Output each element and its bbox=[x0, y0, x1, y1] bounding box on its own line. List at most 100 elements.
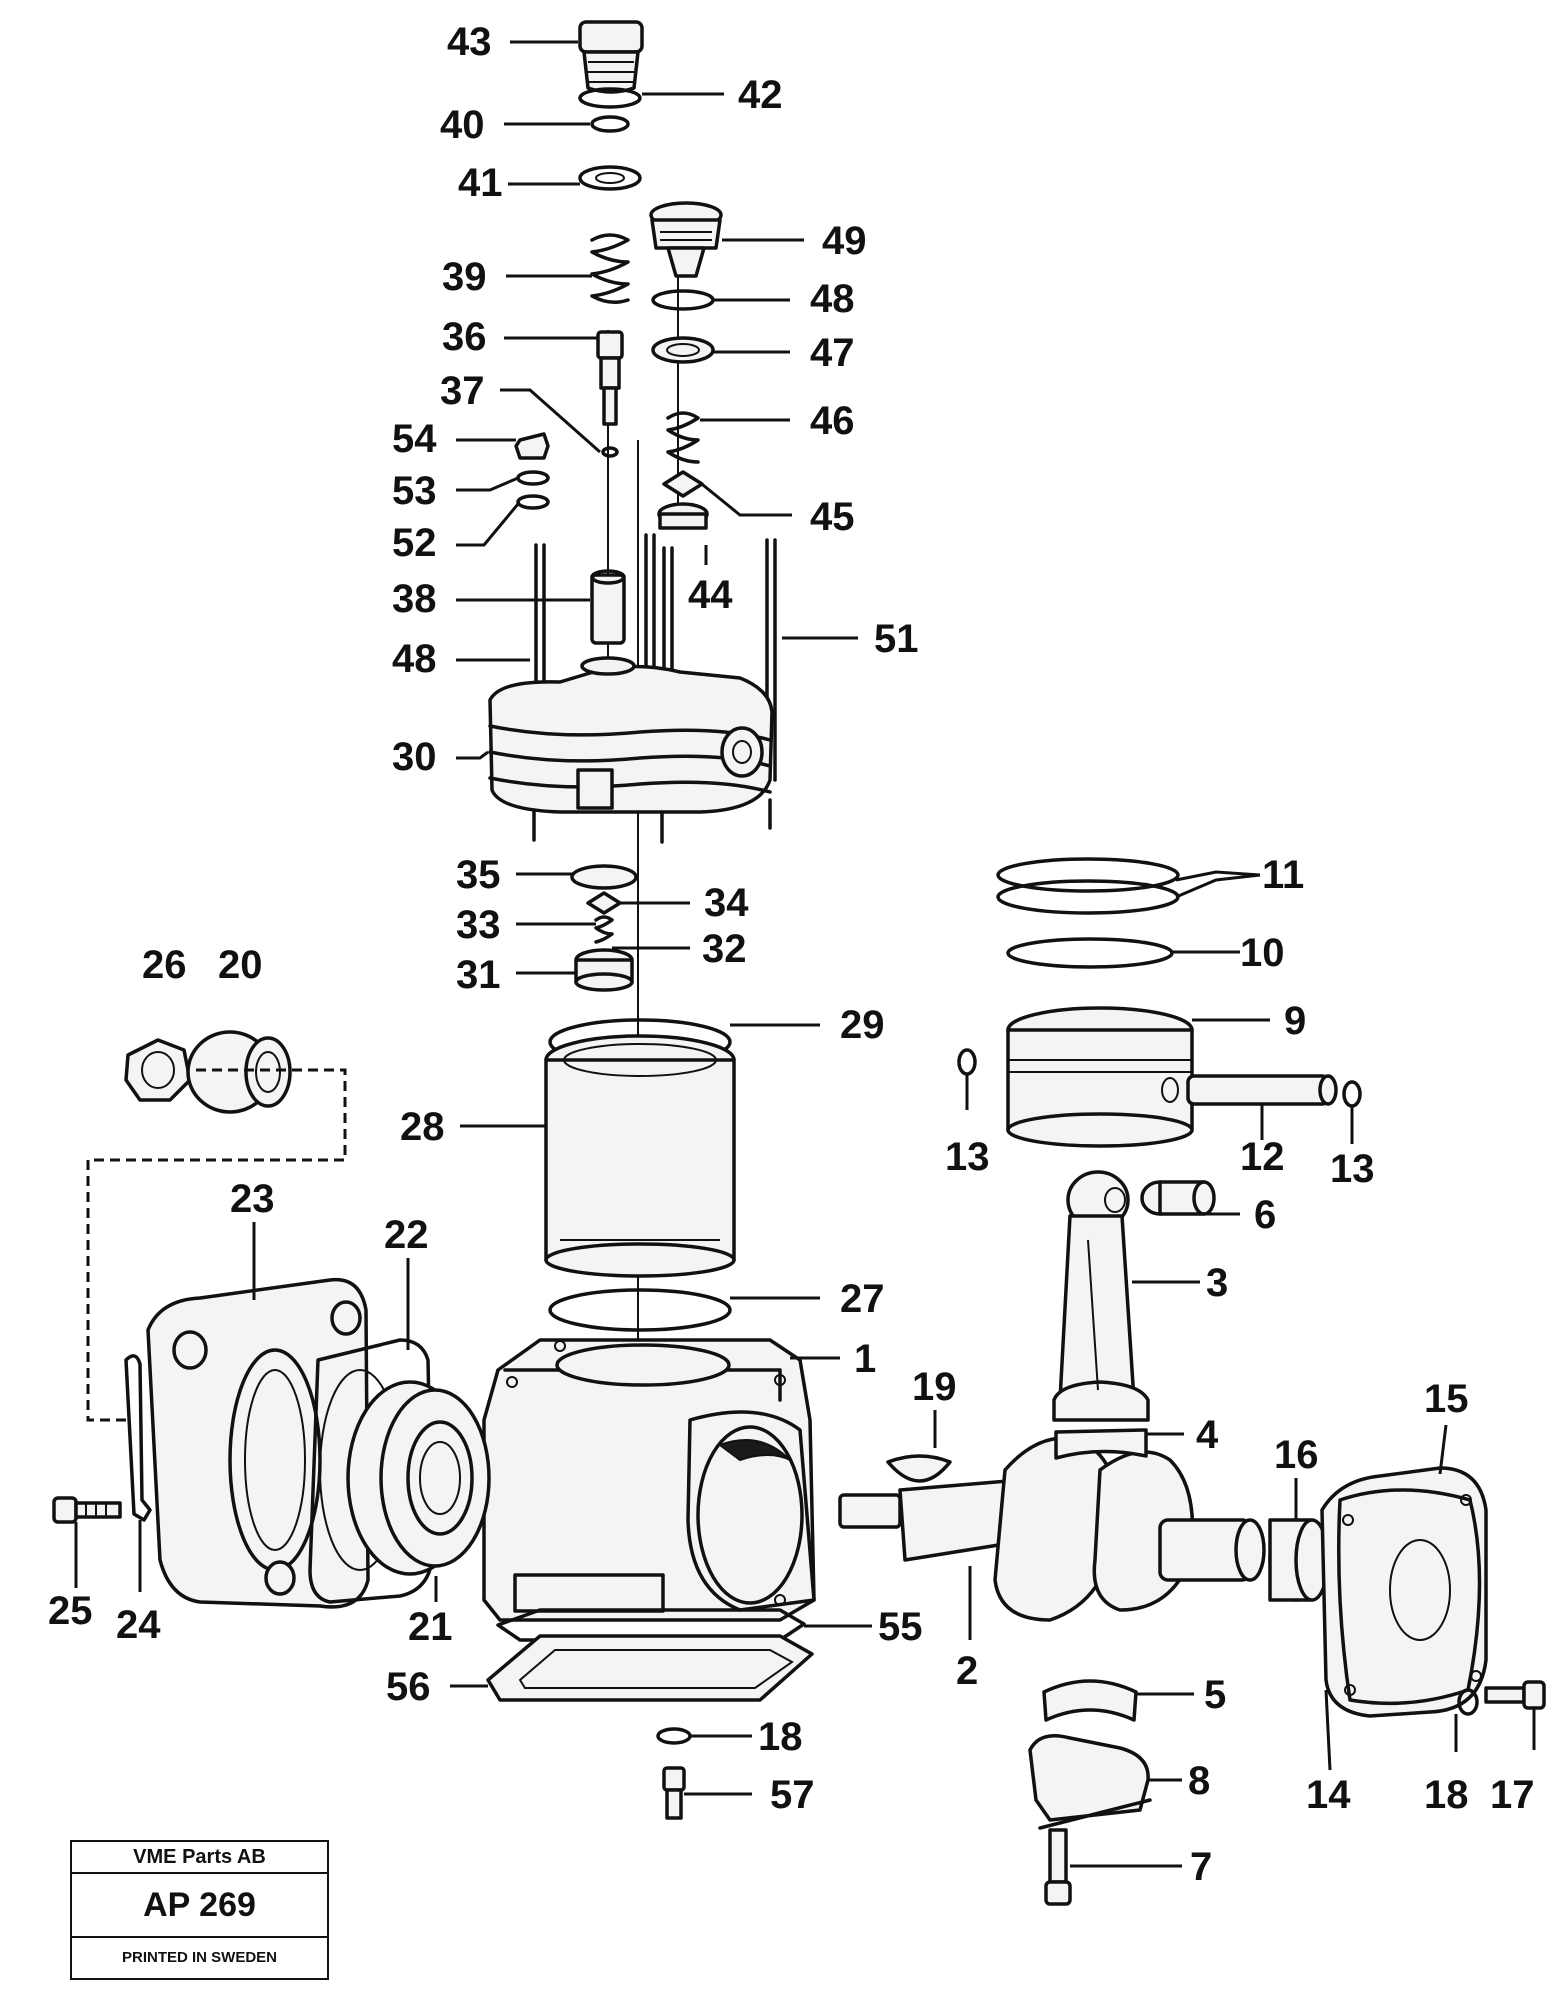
callout-13b: 13 bbox=[1330, 1147, 1375, 1191]
callout-41: 41 bbox=[458, 161, 503, 205]
callout-3: 3 bbox=[1206, 1261, 1228, 1305]
callout-4: 4 bbox=[1196, 1413, 1219, 1457]
callout-39: 39 bbox=[442, 255, 487, 299]
part-17-bolt bbox=[1484, 1680, 1546, 1710]
callout-51: 51 bbox=[874, 617, 919, 661]
stamp-note: PRINTED IN SWEDEN bbox=[121, 1948, 277, 1966]
callout-12: 12 bbox=[1240, 1135, 1285, 1179]
part-46-spring bbox=[666, 411, 700, 464]
part-16-bearing bbox=[1268, 1518, 1330, 1602]
callout-6: 6 bbox=[1254, 1193, 1276, 1237]
part-24-lock-plate bbox=[124, 1354, 152, 1522]
callout-44: 44 bbox=[688, 573, 733, 617]
callout-53: 53 bbox=[392, 469, 437, 513]
callout-13: 13 bbox=[945, 1135, 990, 1179]
part-9-piston bbox=[1006, 1006, 1194, 1148]
callout-43: 43 bbox=[447, 20, 492, 64]
part-26-nut bbox=[124, 1038, 192, 1102]
part-34-valve-plate bbox=[586, 891, 622, 915]
callout-56: 56 bbox=[386, 1665, 431, 1709]
title-stamp: VME Parts AB AP 269 PRINTED IN SWEDEN bbox=[70, 1840, 329, 1980]
part-12-piston-pin bbox=[1186, 1074, 1338, 1106]
callout-11: 11 bbox=[1262, 853, 1304, 897]
callout-32: 32 bbox=[702, 927, 747, 971]
callout-16: 16 bbox=[1274, 1433, 1319, 1477]
part-11-piston-rings bbox=[996, 857, 1180, 915]
part-6-bushing bbox=[1140, 1180, 1216, 1216]
callout-10: 10 bbox=[1240, 931, 1285, 975]
part-2-crankshaft bbox=[838, 1436, 1266, 1622]
part-57-bolt bbox=[662, 1766, 686, 1820]
part-20-sleeve bbox=[186, 1030, 292, 1114]
callout-54: 54 bbox=[392, 417, 437, 461]
callout-45: 45 bbox=[810, 495, 855, 539]
callout-35: 35 bbox=[456, 853, 501, 897]
callout-20: 20 bbox=[218, 943, 263, 987]
callout-47: 47 bbox=[810, 331, 855, 375]
callout-24: 24 bbox=[116, 1603, 161, 1647]
callout-5: 5 bbox=[1204, 1673, 1226, 1717]
callout-19: 19 bbox=[912, 1365, 957, 1409]
part-5-bearing-shell bbox=[1042, 1679, 1138, 1722]
callout-42: 42 bbox=[738, 73, 783, 117]
part-28-cylinder-liner bbox=[544, 1034, 736, 1278]
part-8-rod-cap bbox=[1028, 1734, 1152, 1830]
callout-18b: 18 bbox=[1424, 1773, 1469, 1817]
leader-lines bbox=[74, 40, 1536, 1868]
stamp-company: VME Parts AB bbox=[72, 1842, 327, 1874]
callout-48b: 48 bbox=[392, 637, 437, 681]
part-19-woodruff-key bbox=[886, 1454, 952, 1483]
callout-23: 23 bbox=[230, 1177, 275, 1221]
callout-15: 15 bbox=[1424, 1377, 1469, 1421]
part-45-valve-plate bbox=[662, 470, 704, 498]
callout-18: 18 bbox=[758, 1715, 803, 1759]
part-56-bottom-plate bbox=[486, 1634, 814, 1702]
part-30-cylinder-head bbox=[488, 533, 777, 844]
callout-14: 14 bbox=[1306, 1773, 1351, 1817]
part-49-plug bbox=[649, 201, 723, 278]
part-10-piston-ring bbox=[1006, 937, 1174, 969]
part-21-ball-bearing bbox=[346, 1380, 491, 1576]
part-4-bearing-shell bbox=[1054, 1428, 1148, 1460]
callout-33: 33 bbox=[456, 903, 501, 947]
part-43-plug bbox=[578, 20, 644, 94]
callout-52: 52 bbox=[392, 521, 437, 565]
callout-49: 49 bbox=[822, 219, 867, 263]
callout-labels: 43 42 40 41 49 48 39 36 47 37 46 54 53 4… bbox=[48, 20, 1535, 1889]
callout-25: 25 bbox=[48, 1589, 93, 1633]
callout-2: 2 bbox=[956, 1649, 978, 1693]
callout-21: 21 bbox=[408, 1605, 453, 1649]
callout-36: 36 bbox=[442, 315, 487, 359]
callout-55: 55 bbox=[878, 1605, 923, 1649]
part-7-bolt bbox=[1044, 1828, 1072, 1906]
part-35-seat bbox=[570, 864, 638, 890]
callout-1: 1 bbox=[854, 1337, 876, 1381]
callout-34: 34 bbox=[704, 881, 749, 925]
callout-9: 9 bbox=[1284, 999, 1306, 1043]
stamp-code: AP 269 bbox=[72, 1874, 327, 1938]
part-1-crankcase bbox=[482, 1338, 816, 1622]
part-13b-circlip bbox=[1342, 1080, 1362, 1108]
part-18-washer bbox=[656, 1727, 692, 1745]
part-25-bolt bbox=[52, 1496, 122, 1524]
callout-29: 29 bbox=[840, 1003, 885, 1047]
callout-30: 30 bbox=[392, 735, 437, 779]
part-54-nut bbox=[514, 432, 550, 460]
part-41-washer bbox=[578, 165, 642, 191]
part-55-gasket bbox=[496, 1608, 806, 1642]
part-15-end-cover bbox=[1320, 1466, 1488, 1718]
callout-37: 37 bbox=[440, 369, 485, 413]
part-37-circlip bbox=[601, 446, 619, 458]
part-13-circlip bbox=[957, 1048, 977, 1076]
part-47-seat bbox=[651, 336, 715, 364]
callout-27: 27 bbox=[840, 1277, 885, 1321]
part-3-connecting-rod bbox=[1052, 1170, 1150, 1422]
part-42-seal-ring bbox=[578, 87, 642, 109]
part-48-seal-ring bbox=[651, 289, 715, 311]
part-27-gasket bbox=[548, 1288, 732, 1332]
callout-31: 31 bbox=[456, 953, 501, 997]
callout-38: 38 bbox=[392, 577, 437, 621]
part-31-valve-seat bbox=[574, 948, 634, 992]
callout-26: 26 bbox=[142, 943, 187, 987]
